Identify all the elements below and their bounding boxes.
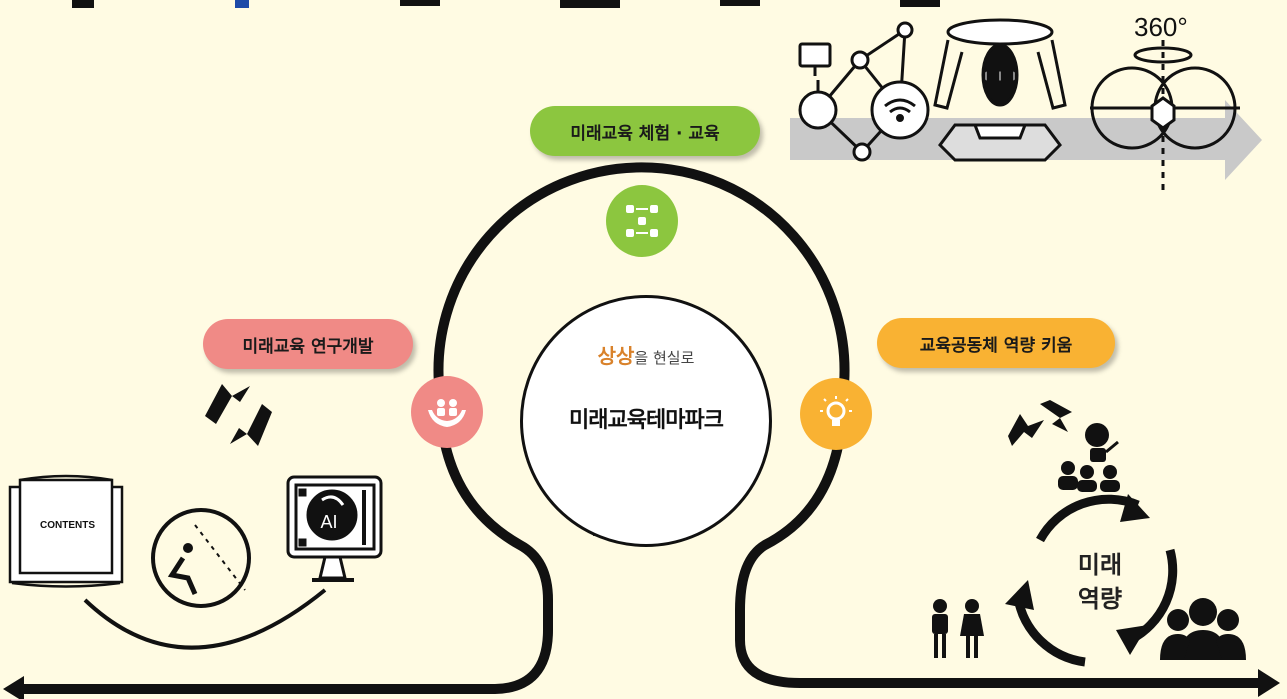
left-arrows-icon <box>205 384 272 446</box>
network-graph-icon <box>798 21 930 162</box>
contents-label: CONTENTS <box>40 520 95 531</box>
future-competency-label: 미래 역량 <box>1055 548 1145 616</box>
person-with-tablet-icon <box>151 508 251 608</box>
vr-headset-icon <box>933 18 1067 162</box>
flow-path <box>10 162 1270 694</box>
group-people-icon <box>1160 598 1246 660</box>
community-capacity-label: 교육공동체 역량 키움 <box>877 318 1115 368</box>
cycle-arrowheads-icon <box>1005 494 1150 655</box>
rotation-360-label: 360° <box>1134 12 1188 42</box>
future-label-line2: 역량 <box>1077 585 1123 613</box>
theme-park-emblem: 상상을 현실로 미래교육테마파크 <box>520 295 772 547</box>
flow-arrow-left-icon <box>3 676 24 699</box>
top-edge-decoration <box>72 0 940 8</box>
research-development-label: 미래교육 연구개발 <box>203 319 413 369</box>
experience-education-label: 미래교육 체험 · 교육 <box>530 106 760 156</box>
left-arc <box>83 588 327 650</box>
wifi-icon <box>884 98 916 122</box>
node-community <box>800 378 872 450</box>
hands-with-people-icon <box>428 399 466 427</box>
node-research <box>411 376 483 448</box>
brand-slogan-rest: 을 현실로 <box>634 349 695 367</box>
ai-label: AI <box>320 512 338 532</box>
rotation-360-icon <box>1090 40 1240 195</box>
brand-slogan-highlight: 상상 <box>597 344 635 368</box>
network-nodes-icon <box>626 205 658 237</box>
right-arrows-icon <box>1008 400 1072 446</box>
teacher-with-students-icon <box>1058 423 1120 492</box>
lightbulb-gear-icon <box>820 396 852 426</box>
brand-slogan: 상상을 현실로 <box>523 340 769 369</box>
flow-arrow-right-icon <box>1258 669 1280 697</box>
park-title: 미래교육테마파크 <box>569 408 724 433</box>
node-experience <box>606 185 678 257</box>
children-icon <box>932 599 984 658</box>
future-label-line1: 미래 <box>1077 551 1123 579</box>
ai-monitor-icon <box>286 475 383 582</box>
book-icon <box>8 474 124 588</box>
